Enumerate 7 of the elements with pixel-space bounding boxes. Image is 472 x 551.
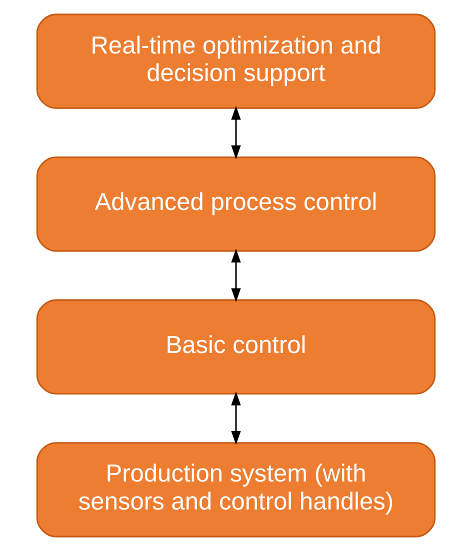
node-box: Advanced process control — [36, 156, 436, 252]
arrow — [231, 392, 241, 445]
node-box: Production system (with sensors and control handles) — [36, 442, 436, 538]
node-box: Basic control — [36, 299, 436, 394]
arrow — [231, 106, 241, 160]
node-box: Real-time optimization and decision support — [36, 14, 436, 109]
arrow — [231, 248, 241, 302]
